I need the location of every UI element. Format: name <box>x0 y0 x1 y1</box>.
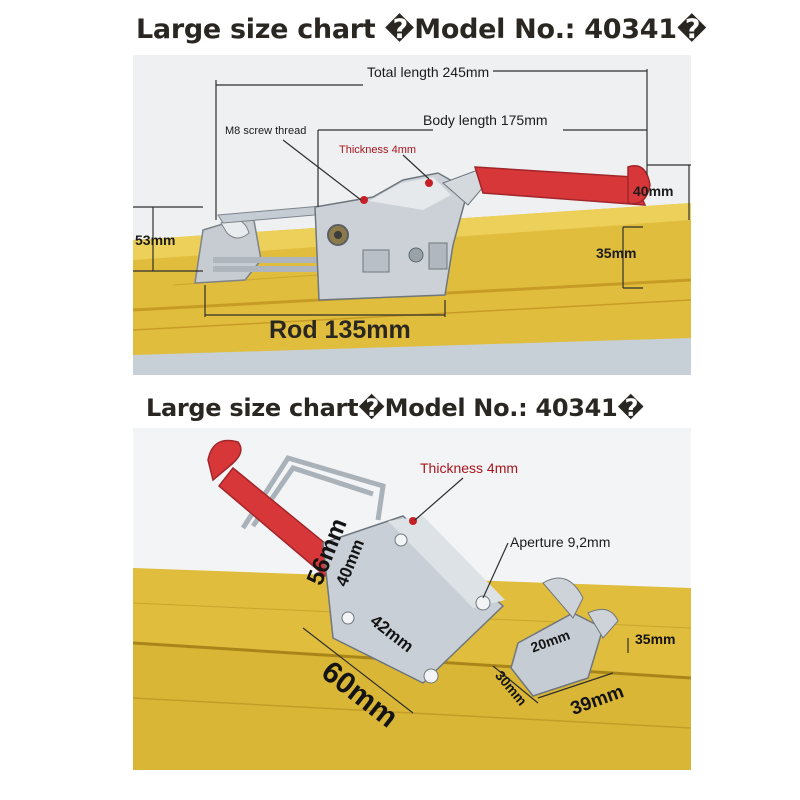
height-53-label: 53mm <box>135 232 176 248</box>
thickness-label: Thickness 4mm <box>420 460 519 476</box>
rod-length-label: Rod 135mm <box>269 316 411 344</box>
top-title: Large size chart �Model No.: 40341� <box>136 14 707 45</box>
dim-35-label: 35mm <box>635 631 676 647</box>
dimension-lines <box>302 477 629 714</box>
latch-top-view-illustration <box>133 439 691 770</box>
handle-35-label: 35mm <box>596 245 637 261</box>
total-length-label: Total length 245mm <box>367 64 490 80</box>
red-handle <box>473 166 647 206</box>
red-t-handle <box>207 439 242 482</box>
latch-body-plate <box>322 515 505 684</box>
handle-40-label: 40mm <box>633 183 674 199</box>
latch-side-view-photo: Total length 245mm Body length 175mm M8 … <box>133 55 691 375</box>
screw-thread-label: M8 screw thread <box>225 125 307 137</box>
dimension-lines <box>133 69 691 317</box>
latch-side-view-illustration <box>133 69 691 375</box>
aperture-label: Aperture 9,2mm <box>510 534 611 550</box>
body-length-label: Body length 175mm <box>423 112 548 128</box>
latch-top-view-photo: Thickness 4mm Aperture 9,2mm 56mm 40mm 4… <box>133 428 691 770</box>
bottom-title: Large size chart�Model No.: 40341� <box>146 394 644 422</box>
thickness-label: Thickness 4mm <box>339 144 417 156</box>
